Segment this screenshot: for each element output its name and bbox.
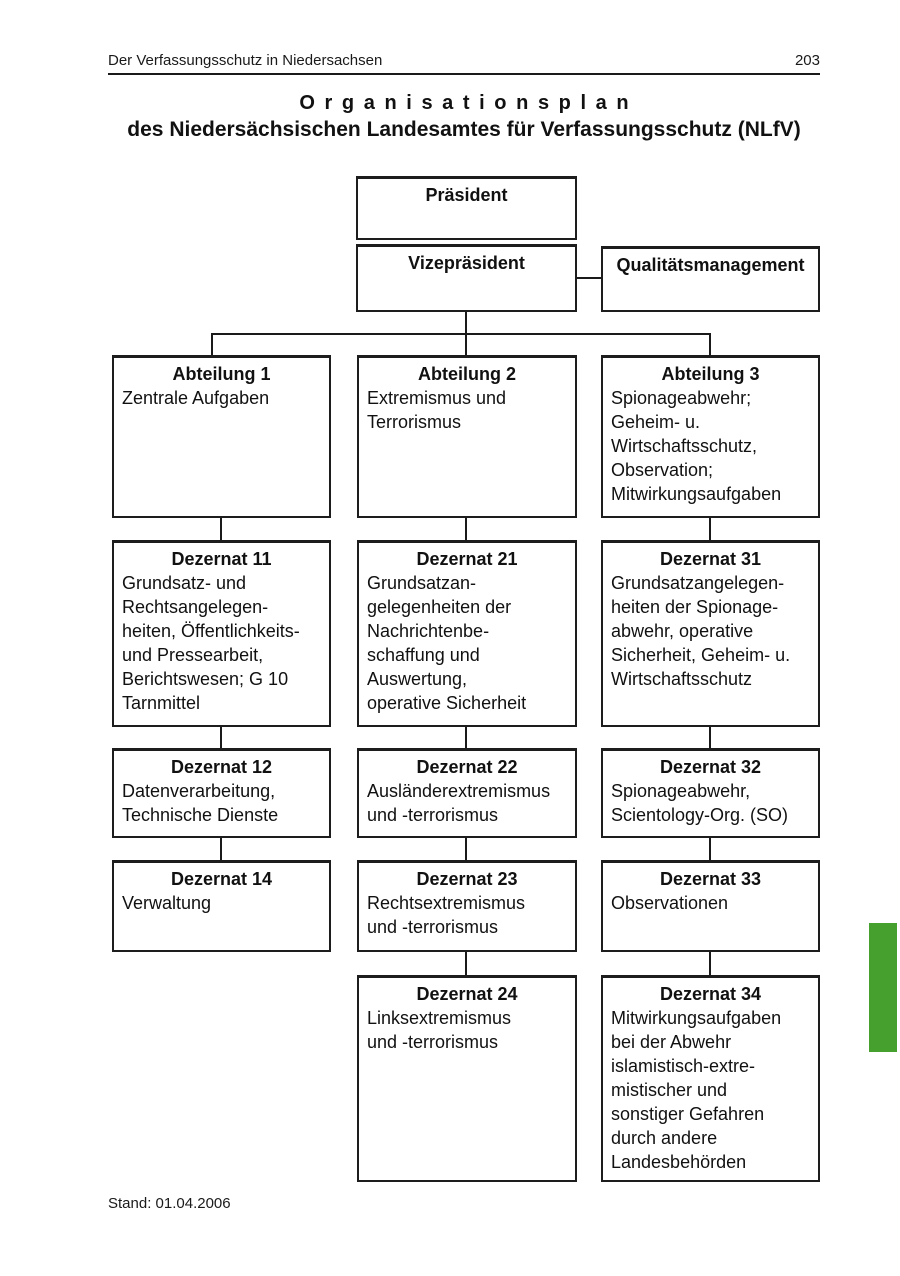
connector-d11-d12 [220,727,222,748]
abteilung-2-title: Abteilung 2 [418,364,516,384]
dezernat-12-body: Datenverarbeitung, Technische Dienste [122,781,279,825]
dezernat-33-body: Observationen [611,893,729,913]
connector-d31-d32 [709,727,711,748]
dezernat-22-title: Dezernat 22 [416,757,518,777]
dezernat-22-body: Ausländerextremismus und -terrorismus [367,781,551,825]
dezernat-31-box: Dezernat 31 Grundsatzangelegen- heiten d… [601,540,820,727]
dezernat-23-title: Dezernat 23 [416,869,518,889]
dezernat-32-body: Spionageabwehr, Scientology-Org. (SO) [611,781,789,825]
dezernat-24-title: Dezernat 24 [416,984,518,1004]
vice-president-box: Vizepräsident [356,244,577,312]
dezernat-32-box: Dezernat 32 Spionageabwehr, Scientology-… [601,748,820,838]
dezernat-31-title: Dezernat 31 [659,549,762,569]
connector-d12-d14 [220,838,222,860]
president-box-title: Präsident [425,185,508,205]
dezernat-11-body: Grundsatz- und Rechtsangelegen- heiten, … [122,573,300,713]
quality-management-box-title: Qualitätsmanagement [616,255,805,275]
abteilung-3-title: Abteilung 3 [661,364,760,384]
connector-drop-col3 [709,333,711,355]
connector-drop-col1 [211,333,213,355]
dezernat-12-box: Dezernat 12 Datenverarbeitung, Technisch… [112,748,331,838]
connector-abt2-d21 [465,518,467,540]
page-number: 203 [794,52,820,69]
connector-abt3-d31 [709,518,711,540]
dezernat-33-title: Dezernat 33 [659,869,762,889]
abteilung-3-box: Abteilung 3 Spionageabwehr; Geheim- u. W… [601,355,820,518]
dezernat-23-box: Dezernat 23 Rechtsextremismus und -terro… [357,860,577,952]
dezernat-21-box: Dezernat 21 Grundsatzan- gelegenheiten d… [357,540,577,727]
dezernat-12-title: Dezernat 12 [170,757,273,777]
dezernat-21-title: Dezernat 21 [416,549,518,569]
dezernat-14-body: Verwaltung [122,893,212,913]
abteilung-1-body: Zentrale Aufgaben [122,388,270,408]
president-box: Präsident [356,176,577,240]
dezernat-14-box: Dezernat 14 Verwaltung [112,860,331,952]
dezernat-11-title: Dezernat 11 [171,549,272,569]
abteilung-3-body: Spionageabwehr; Geheim- u. Wirtschaftssc… [611,388,782,504]
abteilung-1-box: Abteilung 1 Zentrale Aufgaben [112,355,331,518]
running-header-title: Der Verfassungsschutz in Niedersachsen [108,52,383,69]
dezernat-32-title: Dezernat 32 [659,757,762,777]
header-rule [108,73,820,75]
dezernat-24-box: Dezernat 24 Linksextremismus und -terror… [357,975,577,1182]
dezernat-11-box: Dezernat 11 Grundsatz- und Rechtsangeleg… [112,540,331,727]
quality-management-box: Qualitätsmanagement [601,246,820,312]
dezernat-22-box: Dezernat 22 Ausländerextremismus und -te… [357,748,577,838]
dezernat-31-body: Grundsatzangelegen- heiten der Spionage-… [611,573,791,689]
connector-d32-d33 [709,838,711,860]
dezernat-34-body: Mitwirkungsaufgaben bei der Abwehr islam… [611,1008,782,1172]
dezernat-14-title: Dezernat 14 [170,869,273,889]
abteilung-2-box: Abteilung 2 Extremismus und Terrorismus [357,355,577,518]
abteilung-2-body: Extremismus und Terrorismus [367,388,507,432]
chart-title-line2: des Niedersächsischen Landesamtes für Ve… [127,118,801,141]
connector-distributor [211,333,711,335]
connector-d22-d23 [465,838,467,860]
abteilung-1-title: Abteilung 1 [172,364,271,384]
dezernat-23-body: Rechtsextremismus und -terrorismus [367,893,526,937]
connector-d23-d24 [465,952,467,975]
dezernat-34-box: Dezernat 34 Mitwirkungsaufgaben bei der … [601,975,820,1182]
connector-vice-to-quality [577,277,601,279]
dezernat-34-title: Dezernat 34 [659,984,762,1004]
dezernat-33-box: Dezernat 33 Observationen [601,860,820,952]
connector-d21-d22 [465,727,467,748]
connector-abt1-d11 [220,518,222,540]
chart-title-line1: Organisationsplan [299,92,639,114]
dezernat-24-body: Linksextremismus und -terrorismus [367,1008,512,1052]
stand-date-note: Stand: 01.04.2006 [108,1195,231,1212]
dezernat-21-body: Grundsatzan- gelegenheiten der Nachricht… [367,573,527,713]
green-margin-marker [869,923,897,1052]
connector-d33-d34 [709,952,711,975]
vice-president-box-title: Vizepräsident [408,253,525,273]
